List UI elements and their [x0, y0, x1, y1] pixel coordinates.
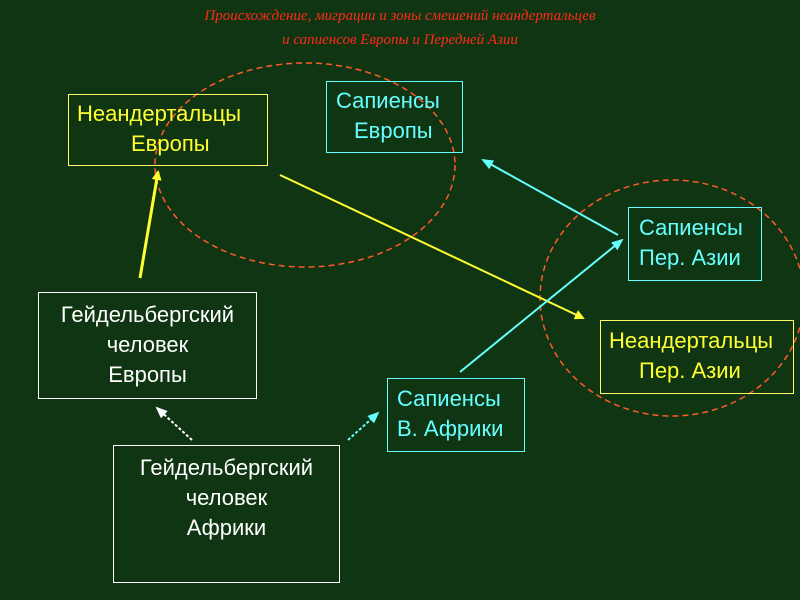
box-heidelberg-africa: Гейдельбергский человек Африки — [113, 445, 340, 583]
box-sapiens-europe: Сапиенсы Европы — [326, 81, 463, 153]
box-sapiens-africa: Сапиенсы В. Африки — [387, 378, 525, 452]
box-neanderthals-europe: Неандертальцы Европы — [68, 94, 268, 166]
box-sapiens-africa-line-1: Сапиенсы — [397, 386, 501, 411]
box-sapiens-asia: Сапиенсы Пер. Азии — [628, 207, 762, 281]
box-neanderthals-europe-line-1: Неандертальцы — [77, 101, 242, 126]
arrow-sapiens-africa-to-asia — [459, 238, 624, 373]
arrow-to-sapiens-africa — [347, 411, 380, 441]
slide-title-line-2: и сапиенсов Европы и Передней Азии — [282, 32, 518, 48]
arrow-sapiens-asia-to-europe — [481, 159, 619, 236]
box-heidelberg-europe-line-3: Европы — [108, 362, 187, 387]
slide-title-line-1: Происхождение, миграции и зоны смешений … — [204, 8, 596, 24]
box-neanderthals-asia-line-2: Пер. Азии — [639, 358, 741, 383]
box-sapiens-asia-line-2: Пер. Азии — [639, 245, 741, 270]
box-sapiens-europe-line-1: Сапиенсы — [336, 88, 440, 113]
box-sapiens-europe-line-2: Европы — [354, 118, 433, 143]
box-heidelberg-europe-line-1: Гейдельбергский — [60, 302, 235, 327]
box-neanderthals-asia: Неандертальцы Пер. Азии — [600, 320, 794, 394]
box-heidelberg-africa-line-2: человек — [185, 485, 268, 510]
box-heidelberg-africa-line-1: Гейдельбергский — [139, 455, 314, 480]
arrow-to-heidelberg-europe — [155, 406, 193, 441]
box-neanderthals-asia-line-1: Неандертальцы — [609, 328, 774, 353]
box-neanderthals-europe-line-2: Европы — [131, 131, 210, 156]
box-heidelberg-europe: Гейдельбергский человек Европы — [38, 292, 257, 399]
box-heidelberg-africa-line-3: Африки — [186, 515, 267, 540]
arrow-heidelberg-europe-to-neanderthals-europe — [138, 170, 162, 279]
box-sapiens-asia-line-1: Сапиенсы — [639, 215, 743, 240]
box-heidelberg-europe-line-2: человек — [106, 332, 189, 357]
arrow-neanderthals-europe-to-asia — [279, 174, 585, 320]
box-sapiens-africa-line-2: В. Африки — [397, 416, 504, 441]
mixing-zone-europe — [154, 62, 456, 268]
